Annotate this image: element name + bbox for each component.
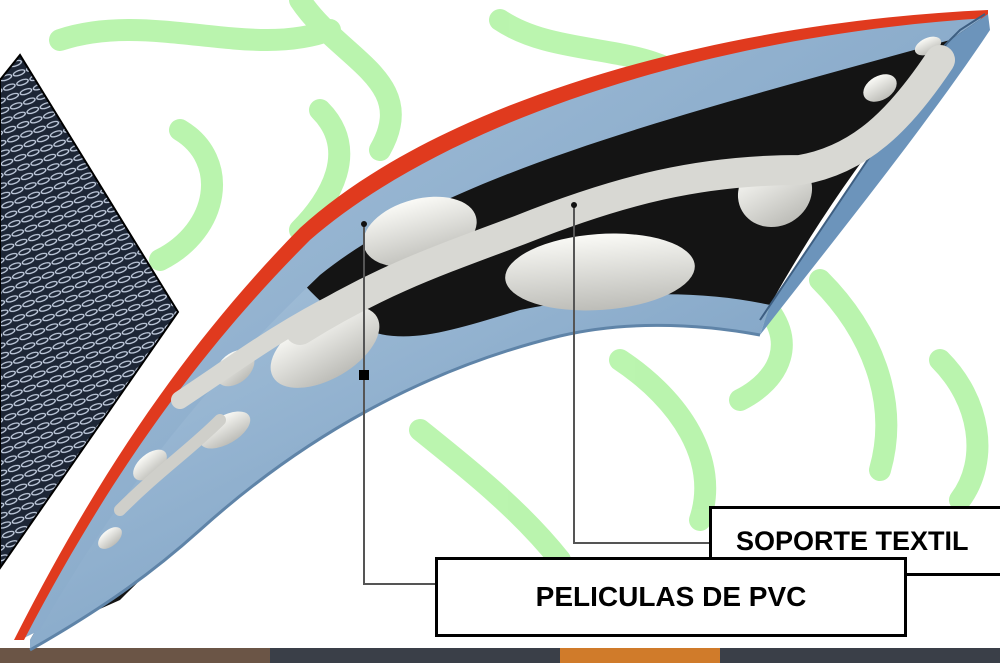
leader-dot-pvc (361, 221, 367, 227)
callout-leaders (363, 205, 711, 585)
leader-marker (359, 370, 369, 380)
label-pvc-films: PELICULAS DE PVC (435, 557, 907, 637)
leader-dot-textile (571, 202, 577, 208)
leader-textile (573, 205, 711, 544)
background-pattern (49, 0, 989, 571)
laminate-section (14, 10, 990, 652)
leader-pvc (363, 224, 437, 585)
mesh-fabric-photo (0, 55, 178, 568)
upper-pvc-film (20, 14, 988, 640)
